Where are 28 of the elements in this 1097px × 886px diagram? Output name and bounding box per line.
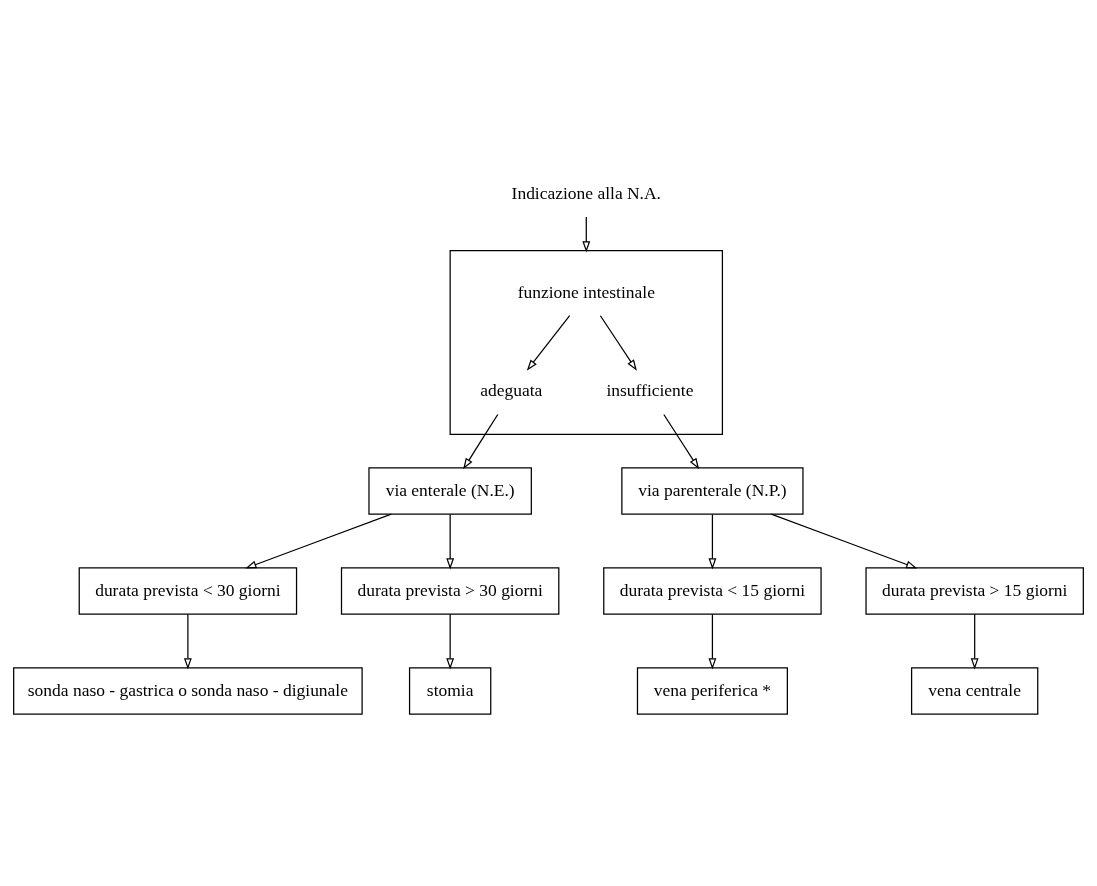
node-box: durata prevista < 15 giorni — [603, 567, 822, 615]
cluster — [449, 250, 724, 435]
arrow — [708, 613, 717, 670]
node-text: adeguata — [480, 380, 543, 401]
node-box: vena periferica * — [636, 667, 788, 715]
arrow — [770, 513, 918, 569]
node-box: durata prevista > 30 giorni — [340, 567, 560, 615]
node-box: durata prevista > 15 giorni — [865, 567, 1084, 615]
node-box: vena centrale — [911, 667, 1039, 715]
arrow — [708, 513, 717, 570]
node-text: funzione intestinale — [517, 281, 655, 302]
arrow — [526, 315, 571, 371]
arrow — [446, 513, 455, 570]
node-box: sonda naso - gastrica o sonda naso - digiunale — [13, 667, 363, 715]
arrow — [463, 413, 499, 470]
arrow — [183, 613, 192, 670]
node-text: Indicazione alla N.A. — [511, 183, 661, 204]
arrow — [970, 613, 979, 670]
node-box: durata prevista < 30 giorni — [78, 567, 298, 615]
node-box: via parenterale (N.P.) — [621, 467, 804, 515]
node-box: stomia — [408, 667, 492, 715]
node-box: via enterale (N.E.) — [368, 467, 532, 515]
node-text: insufficiente — [606, 380, 694, 401]
arrow — [446, 613, 455, 670]
arrow — [599, 315, 637, 371]
arrow — [582, 216, 591, 253]
arrow — [245, 513, 392, 569]
arrow — [663, 413, 700, 470]
